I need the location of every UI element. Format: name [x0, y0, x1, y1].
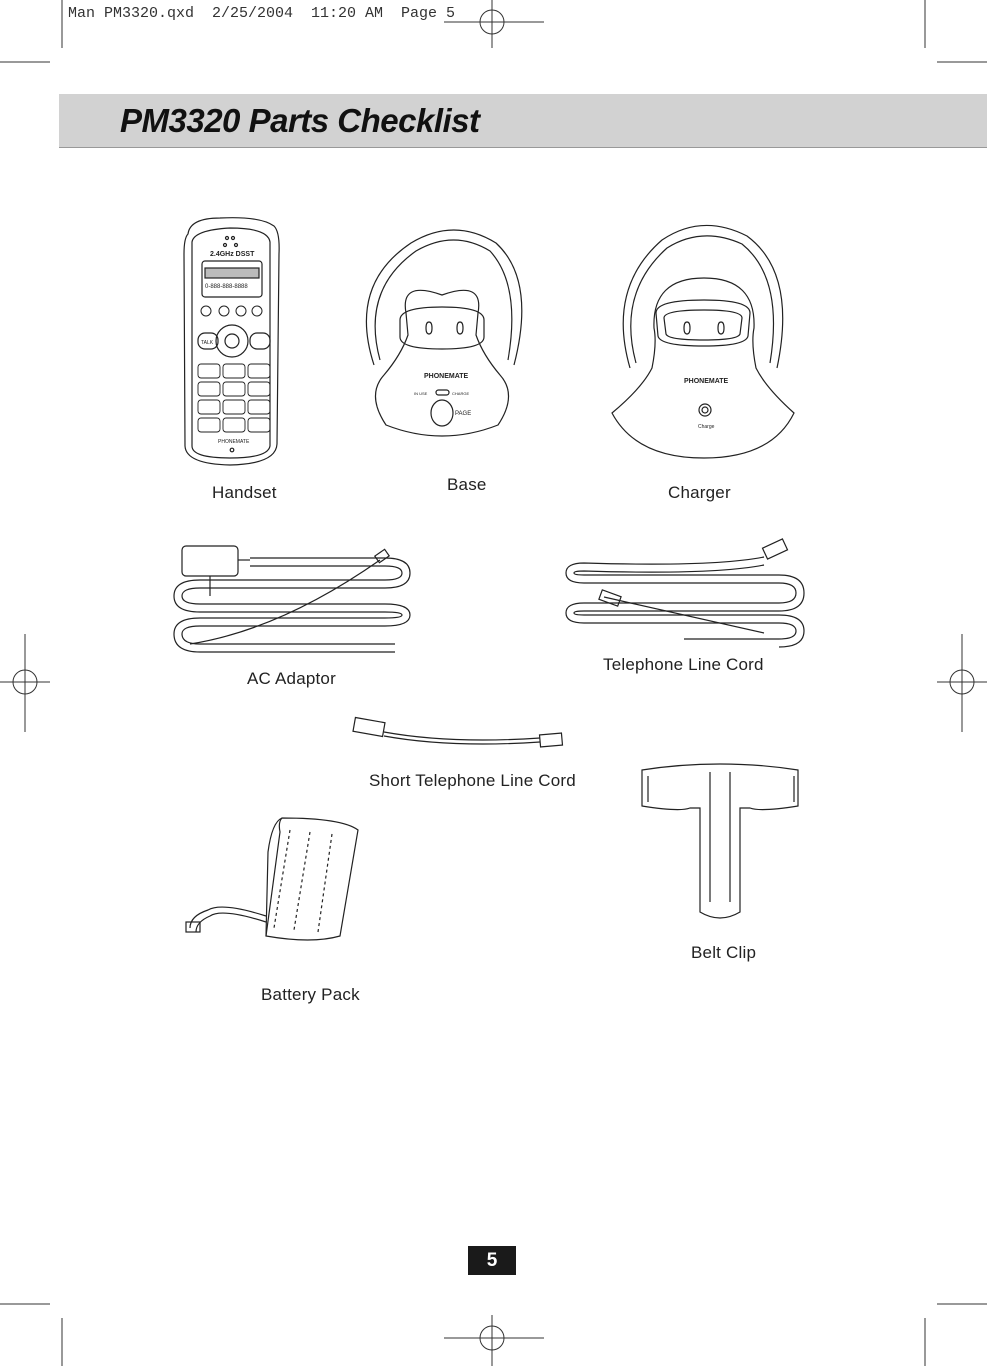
ac-adaptor-illustration: [173, 545, 411, 653]
belt-clip-illustration: [641, 763, 799, 919]
base-in-use-text: IN USE: [414, 391, 428, 396]
charger-charge-text: Charge: [698, 424, 715, 430]
title-banner: [59, 94, 987, 148]
short-cord-illustration: [352, 716, 564, 748]
handset-display-text: 0-888-888-8888: [205, 284, 248, 290]
short-cord-label: Short Telephone Line Cord: [369, 771, 576, 790]
charger-illustration: PHONEMATE Charge: [611, 224, 795, 459]
telephone-line-cord-illustration: [565, 538, 805, 648]
handset-talk-text: TALK: [201, 340, 214, 346]
handset-label: Handset: [212, 483, 277, 502]
page-number: 5: [468, 1246, 516, 1275]
ac-adaptor-label: AC Adaptor: [247, 669, 336, 688]
page-title: PM3320 Parts Checklist: [120, 102, 480, 139]
battery-pack-illustration: [185, 817, 359, 941]
file-slug: Man PM3320.qxd 2/25/2004 11:20 AM Page 5: [68, 5, 456, 22]
handset-band-text: 2.4GHz DSST: [210, 251, 255, 258]
handset-brand-text: PHONEMATE: [218, 439, 250, 445]
base-page-text: PAGE: [455, 411, 471, 417]
battery-pack-label: Battery Pack: [261, 985, 360, 1004]
handset-illustration: 2.4GHz DSST 0-888-888-8888 TALK PHONEMAT…: [183, 217, 280, 466]
charger-label: Charger: [668, 483, 731, 502]
belt-clip-label: Belt Clip: [691, 943, 757, 962]
telephone-line-cord-label: Telephone Line Cord: [603, 655, 764, 674]
base-label: Base: [447, 475, 487, 494]
base-brand-text: PHONEMATE: [424, 373, 469, 380]
charger-brand-text: PHONEMATE: [684, 378, 729, 385]
base-charge-text: CHARGE: [452, 391, 469, 396]
base-illustration: PHONEMATE IN USE CHARGE PAGE: [365, 229, 523, 437]
